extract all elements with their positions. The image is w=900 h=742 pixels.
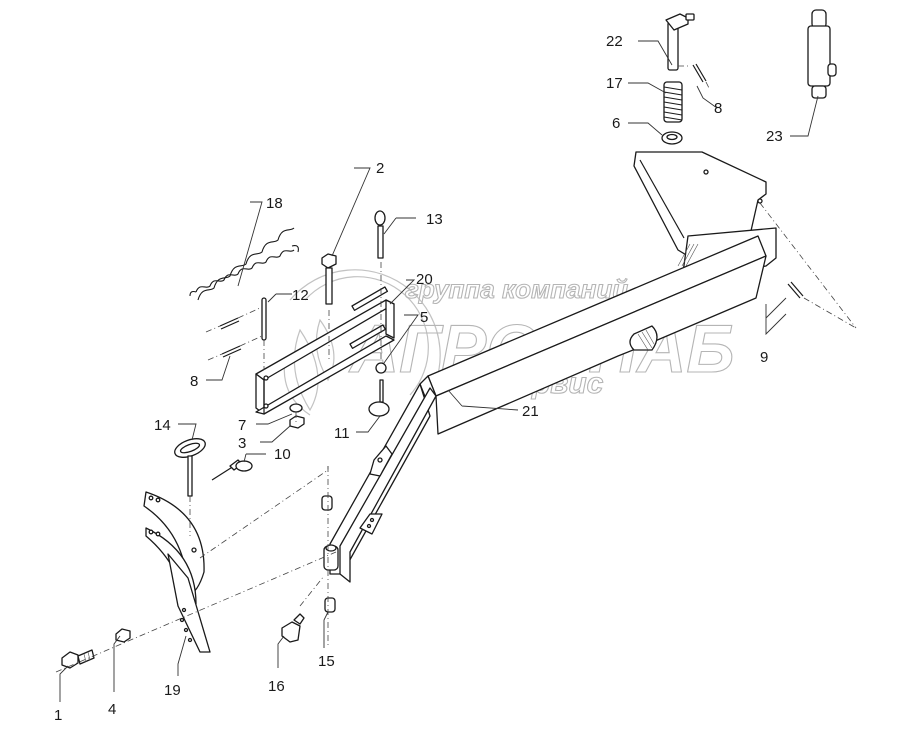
part-17-compression-spring <box>663 81 683 123</box>
callout-23: 23 <box>766 128 783 145</box>
part-23-cylinder <box>807 9 837 99</box>
part-2-bolt <box>321 253 337 305</box>
part-21-frame-arm <box>323 151 777 583</box>
part-10-ring-pin <box>211 459 253 481</box>
callout-17: 17 <box>606 75 623 92</box>
callout-22: 22 <box>606 33 623 50</box>
part-1-bolt <box>61 649 95 669</box>
callout-19: 19 <box>164 682 181 699</box>
part-7-washer <box>289 403 303 413</box>
part-8-cotter-pin-top <box>678 63 711 91</box>
callout-10: 10 <box>274 446 291 463</box>
callout-12: 12 <box>292 287 309 304</box>
watermark-line1: группа компаний <box>405 274 628 304</box>
part-14-handle-pin <box>174 438 206 497</box>
assembly-axes <box>55 262 382 673</box>
callout-21: 21 <box>522 403 539 420</box>
part-8-cotter-pins-left <box>205 307 263 361</box>
callout-13: 13 <box>426 211 443 228</box>
part-9-cotter-pin <box>759 202 857 329</box>
callout-8-left: 8 <box>190 373 198 390</box>
part-4-nut <box>115 628 131 643</box>
callout-14: 14 <box>154 417 171 434</box>
part-19-tine-bracket <box>143 491 211 653</box>
part-20-slide-bracket <box>255 286 395 415</box>
callout-9: 9 <box>760 349 768 366</box>
part-16-grease-fitting-block <box>281 613 305 643</box>
callout-7: 7 <box>238 417 246 434</box>
part-12-pin <box>261 297 267 341</box>
callout-4: 4 <box>108 701 116 718</box>
callout-18: 18 <box>266 195 283 212</box>
callout-15: 15 <box>318 653 335 670</box>
callout-20: 20 <box>416 271 433 288</box>
callout-8-top: 8 <box>714 100 722 117</box>
part-15-bushing <box>321 495 336 613</box>
part-5-nut <box>375 362 387 374</box>
part-11-ring-pin <box>368 379 390 417</box>
part-6-washer <box>661 131 683 145</box>
callout-11: 11 <box>334 425 350 442</box>
part-3-nut <box>289 415 305 429</box>
callout-5: 5 <box>420 309 428 326</box>
part-18-tension-spring <box>189 227 299 301</box>
part-13-eye-pin <box>374 210 386 259</box>
part-22-locking-pin <box>665 13 695 71</box>
callout-2: 2 <box>376 160 384 177</box>
callouts: 22 17 8 6 23 2 18 13 20 12 5 8 9 21 7 3 <box>54 33 819 724</box>
callout-1: 1 <box>54 707 62 724</box>
callout-6: 6 <box>612 115 620 132</box>
callout-16: 16 <box>268 678 285 695</box>
callout-3: 3 <box>238 435 246 452</box>
